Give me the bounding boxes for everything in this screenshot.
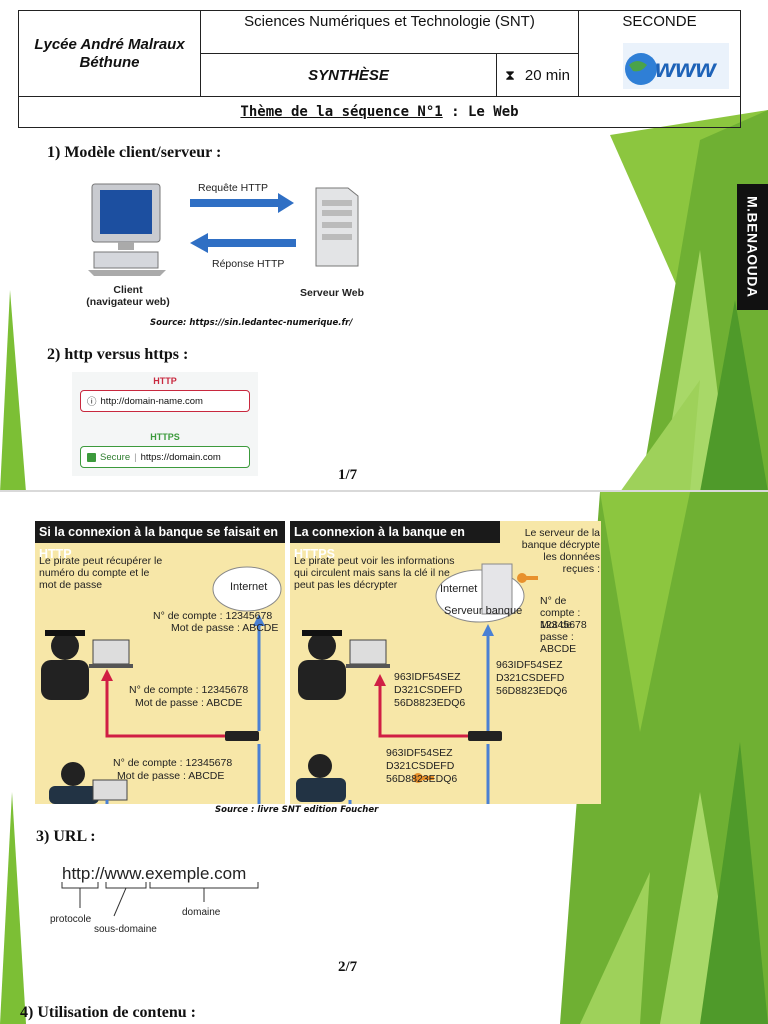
green-decoration-right <box>0 110 768 492</box>
divider: | <box>134 451 137 463</box>
pirate-text-https: Le pirate peut voir les informations qui… <box>294 555 455 591</box>
password-bot-http: Mot de passe : ABCDE <box>117 770 225 782</box>
page-number-1: 1/7 <box>338 467 358 483</box>
router-icon <box>468 731 502 741</box>
bank-source: Source : livre SNT edition Foucher <box>215 805 379 815</box>
client-label-text: Client <box>113 284 143 296</box>
hacker-icon <box>298 630 346 700</box>
cipher-bot-3: 56D8823EDQ6 <box>386 773 458 785</box>
server-label: Serveur Web <box>300 287 364 299</box>
cipher-top-3: 56D8823EDQ6 <box>496 685 568 697</box>
school-name: Lycée André Malraux <box>34 35 185 53</box>
theme-value: : Le Web <box>442 104 519 120</box>
https-url-field: Secure | https://domain.com <box>80 446 250 468</box>
cipher-bot-2: D321CSDEFD <box>386 760 455 772</box>
pirate-text-http: Le pirate peut récupérer le numéro du co… <box>39 555 163 591</box>
key-icon <box>413 773 434 783</box>
hacker-icon <box>41 630 89 700</box>
section4-heading: 4) Utilisation de contenu : <box>20 1004 196 1021</box>
http-url-field: ⓘ http://domain-name.com <box>80 390 250 412</box>
www-globe-icon: www <box>623 43 729 89</box>
protocol-label: protocole <box>50 914 92 925</box>
user-icon <box>49 762 99 804</box>
url-brackets <box>61 882 259 917</box>
server-icon <box>315 187 359 267</box>
server-bank-label: Serveur banque <box>444 605 523 617</box>
section1-source: Source: https://sin.ledantec-numerique.f… <box>150 318 353 328</box>
key-icon <box>517 573 538 583</box>
www-logo-cell: www <box>579 39 740 97</box>
https-url: https://domain.com <box>140 451 221 463</box>
client-sublabel: (navigateur web) <box>86 296 170 308</box>
bank-server-icon <box>481 563 513 615</box>
response-label: Réponse HTTP <box>212 258 285 270</box>
theme-row: Thème de la séquence N°1 : Le Web <box>19 97 740 127</box>
https-bank-panel: La connexion à la banque en HTTPS Le pir… <box>290 521 601 804</box>
http-https-illustration: HTTP ⓘ http://domain-name.com HTTPS Secu… <box>72 372 258 476</box>
account-mid-http: N° de compte : 12345678 <box>129 684 249 696</box>
user-icon <box>296 754 346 802</box>
school-cell: Lycée André Malraux Béthune <box>19 11 201 97</box>
author-badge: M.BENAOUDA <box>737 184 768 310</box>
section3-heading: 3) URL : <box>36 828 96 845</box>
internet-label-http: Internet <box>230 581 268 593</box>
section1-heading: 1) Modèle client/serveur : <box>47 144 222 161</box>
account-https: N° de compte : 12345678 <box>540 595 587 631</box>
account-bot-http: N° de compte : 12345678 <box>113 757 233 769</box>
http-bank-title: Si la connexion à la banque se faisait e… <box>35 521 285 561</box>
http-bank-scene <box>41 566 282 804</box>
www-logo-text: www <box>655 53 717 83</box>
request-arrow <box>190 193 294 213</box>
school-city: Béthune <box>79 53 140 71</box>
synthesis-cell: SYNTHÈSE <box>201 54 497 97</box>
cipher-mid-3: 56D8823EDQ6 <box>394 697 466 709</box>
cipher-top-2: D321CSDEFD <box>496 672 565 684</box>
theme-label: Thème de la séquence N°1 <box>240 104 443 120</box>
domain-label: domaine <box>182 907 221 918</box>
password-https: Mot de passe : ABCDE <box>540 619 577 655</box>
account-top-http: N° de compte : 12345678 <box>153 610 273 622</box>
http-label: HTTP <box>153 376 177 386</box>
http-url: http://domain-name.com <box>100 395 203 407</box>
user-laptop-icon <box>92 779 128 801</box>
level-cell: SECONDE <box>622 13 697 30</box>
section2-heading: 2) http versus https : <box>47 346 189 363</box>
header-table: Lycée André Malraux Béthune Sciences Num… <box>18 10 741 128</box>
router-icon <box>225 731 259 741</box>
page-1: Lycée André Malraux Béthune Sciences Num… <box>0 0 768 492</box>
response-arrow <box>190 233 296 253</box>
info-icon: ⓘ <box>87 397 97 408</box>
https-bank-title: La connexion à la banque en HTTPS <box>290 521 500 561</box>
secure-label: Secure <box>100 451 131 463</box>
server-text-https: Le serveur de la banque décrypte les don… <box>521 527 600 575</box>
request-label: Requête HTTP <box>198 182 269 194</box>
hourglass-icon: ⧗ <box>505 66 515 83</box>
http-bank-panel: Si la connexion à la banque se faisait e… <box>35 521 285 804</box>
duration-cell: ⧗ 20 min <box>497 54 579 97</box>
password-top-http: Mot de passe : ABCDE <box>171 622 279 634</box>
client-label: Client (navigateur web) <box>80 284 176 308</box>
laptop-icon <box>89 639 133 668</box>
duration-value: 20 min <box>524 66 570 84</box>
page-number-2: 2/7 <box>338 959 358 975</box>
cipher-top-1: 963IDF54SEZ <box>496 659 563 671</box>
laptop-icon <box>346 639 390 668</box>
password-mid-http: Mot de passe : ABCDE <box>135 697 243 709</box>
internet-label-https: Internet <box>440 583 478 595</box>
cipher-mid-1: 963IDF54SEZ <box>394 671 461 683</box>
subdomain-label: sous-domaine <box>94 924 157 935</box>
https-label: HTTPS <box>150 432 180 442</box>
client-server-diagram <box>88 183 359 276</box>
url-example: http://www.exemple.com <box>62 864 247 883</box>
computer-icon <box>88 183 166 276</box>
green-decoration-right-2 <box>0 492 768 1024</box>
lock-icon <box>87 452 96 462</box>
cipher-bot-1: 963IDF54SEZ <box>386 747 453 759</box>
subject-cell: Sciences Numériques et Technologie (SNT) <box>201 11 579 54</box>
cipher-mid-2: D321CSDEFD <box>394 684 463 696</box>
https-bank-scene <box>296 563 538 804</box>
